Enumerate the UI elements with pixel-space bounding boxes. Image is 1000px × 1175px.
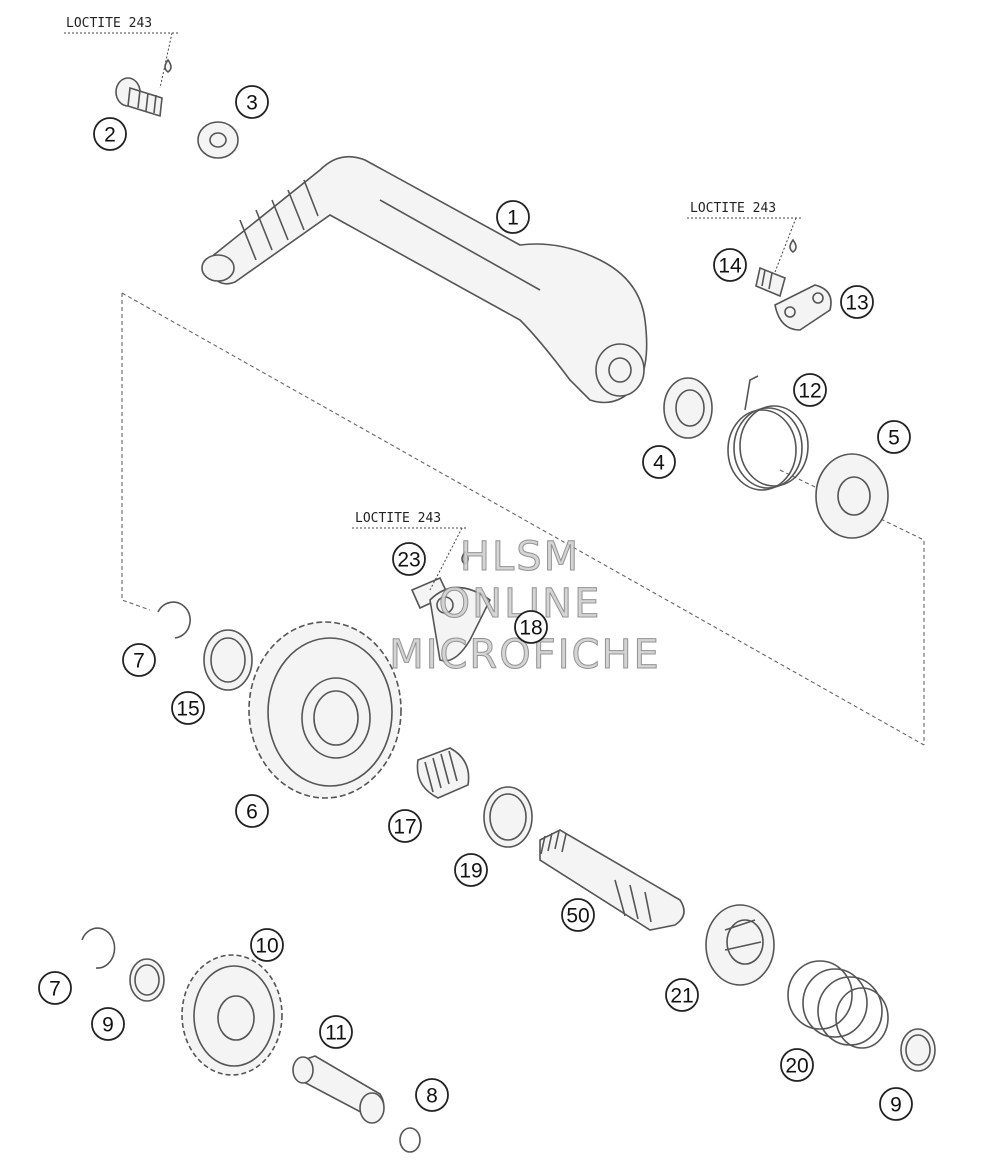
svg-text:23: 23 [397, 549, 420, 572]
svg-text:8: 8 [426, 1085, 438, 1108]
callout-14: 14 [713, 248, 747, 282]
part-19-washer [483, 786, 533, 848]
svg-text:13: 13 [845, 292, 868, 315]
callout-18: 18 [514, 610, 548, 644]
callout-4: 4 [642, 445, 676, 479]
loctite-label-text: LOCTITE 243 [690, 201, 776, 216]
callout-7-upper: 7 [122, 643, 156, 677]
callout-11: 11 [319, 1015, 353, 1049]
loctite-label-text: LOCTITE 243 [355, 511, 441, 526]
callout-17: 17 [388, 809, 422, 843]
callout-13: 13 [840, 285, 874, 319]
loctite-label-right: LOCTITE 243 [687, 201, 803, 273]
svg-text:2: 2 [104, 124, 116, 147]
callout-9-left: 9 [91, 1007, 125, 1041]
callout-50: 50 [561, 898, 595, 932]
callout-20: 20 [780, 1048, 814, 1082]
svg-text:5: 5 [888, 427, 900, 450]
part-10-gear [181, 954, 283, 1076]
callout-6: 6 [235, 794, 269, 828]
part-7-circlip-lower [81, 927, 116, 969]
part-2-bolt [115, 77, 163, 118]
part-21-ratchet [705, 904, 775, 986]
adhesive-drop-icon [164, 58, 172, 73]
svg-text:6: 6 [246, 801, 258, 824]
callout-5: 5 [877, 420, 911, 454]
part-20-spring [787, 960, 889, 1049]
part-1-kickstarter-lever [201, 155, 648, 404]
callout-9-right: 9 [879, 1087, 913, 1121]
part-4-seal [663, 377, 713, 439]
svg-text:9: 9 [890, 1094, 902, 1117]
part-11-bushing [292, 1055, 385, 1124]
callout-10: 10 [250, 928, 284, 962]
part-13-bracket [774, 284, 832, 331]
svg-text:19: 19 [459, 860, 482, 883]
callout-12: 12 [793, 373, 827, 407]
part-15-washer [203, 629, 253, 691]
callout-8: 8 [415, 1078, 449, 1112]
part-50-shaft [539, 829, 685, 931]
assembly-guide-lines [121, 292, 925, 746]
svg-text:4: 4 [653, 452, 665, 475]
part-12-spring [727, 375, 809, 491]
part-14-bolt [755, 266, 786, 298]
callout-15: 15 [171, 691, 205, 725]
svg-text:9: 9 [102, 1014, 114, 1037]
adhesive-drop-icon [789, 238, 797, 253]
svg-text:20: 20 [785, 1055, 808, 1078]
callout-23: 23 [392, 542, 426, 576]
svg-text:17: 17 [393, 816, 416, 839]
part-17-bearing [416, 747, 470, 799]
svg-text:7: 7 [133, 650, 145, 673]
svg-text:10: 10 [255, 935, 278, 958]
callout-2: 2 [93, 117, 127, 151]
watermark-line-1: HLSM [460, 534, 580, 580]
loctite-label-center: LOCTITE 243 [352, 511, 469, 591]
part-3-washer [197, 121, 239, 159]
svg-text:50: 50 [566, 905, 589, 928]
part-6-gear [248, 621, 402, 799]
part-9-washer-right [900, 1028, 936, 1072]
part-5-washer [815, 453, 889, 539]
part-9-washer-left [129, 958, 165, 1002]
callout-1: 1 [496, 200, 530, 234]
watermark: HLSM ONLINE MICROFICHE [389, 534, 661, 679]
svg-text:7: 7 [49, 978, 61, 1001]
svg-text:15: 15 [176, 698, 199, 721]
loctite-label-text: LOCTITE 243 [66, 16, 152, 31]
svg-text:3: 3 [246, 92, 258, 115]
loctite-label-top-left: LOCTITE 243 [64, 16, 180, 89]
part-7-circlip-upper [157, 601, 191, 639]
svg-text:12: 12 [798, 380, 821, 403]
watermark-line-3: MICROFICHE [389, 632, 661, 678]
callout-19: 19 [454, 853, 488, 887]
part-18-ratchet-guide [429, 586, 492, 662]
svg-text:11: 11 [325, 1022, 347, 1045]
adhesive-drop-icon [461, 550, 469, 565]
part-8-circlip [399, 1127, 421, 1153]
svg-text:21: 21 [670, 985, 693, 1008]
callout-3: 3 [235, 85, 269, 119]
callout-7-lower: 7 [38, 971, 72, 1005]
svg-text:18: 18 [519, 617, 542, 640]
svg-text:14: 14 [718, 255, 742, 278]
svg-text:1: 1 [507, 207, 519, 230]
callout-21: 21 [665, 978, 699, 1012]
